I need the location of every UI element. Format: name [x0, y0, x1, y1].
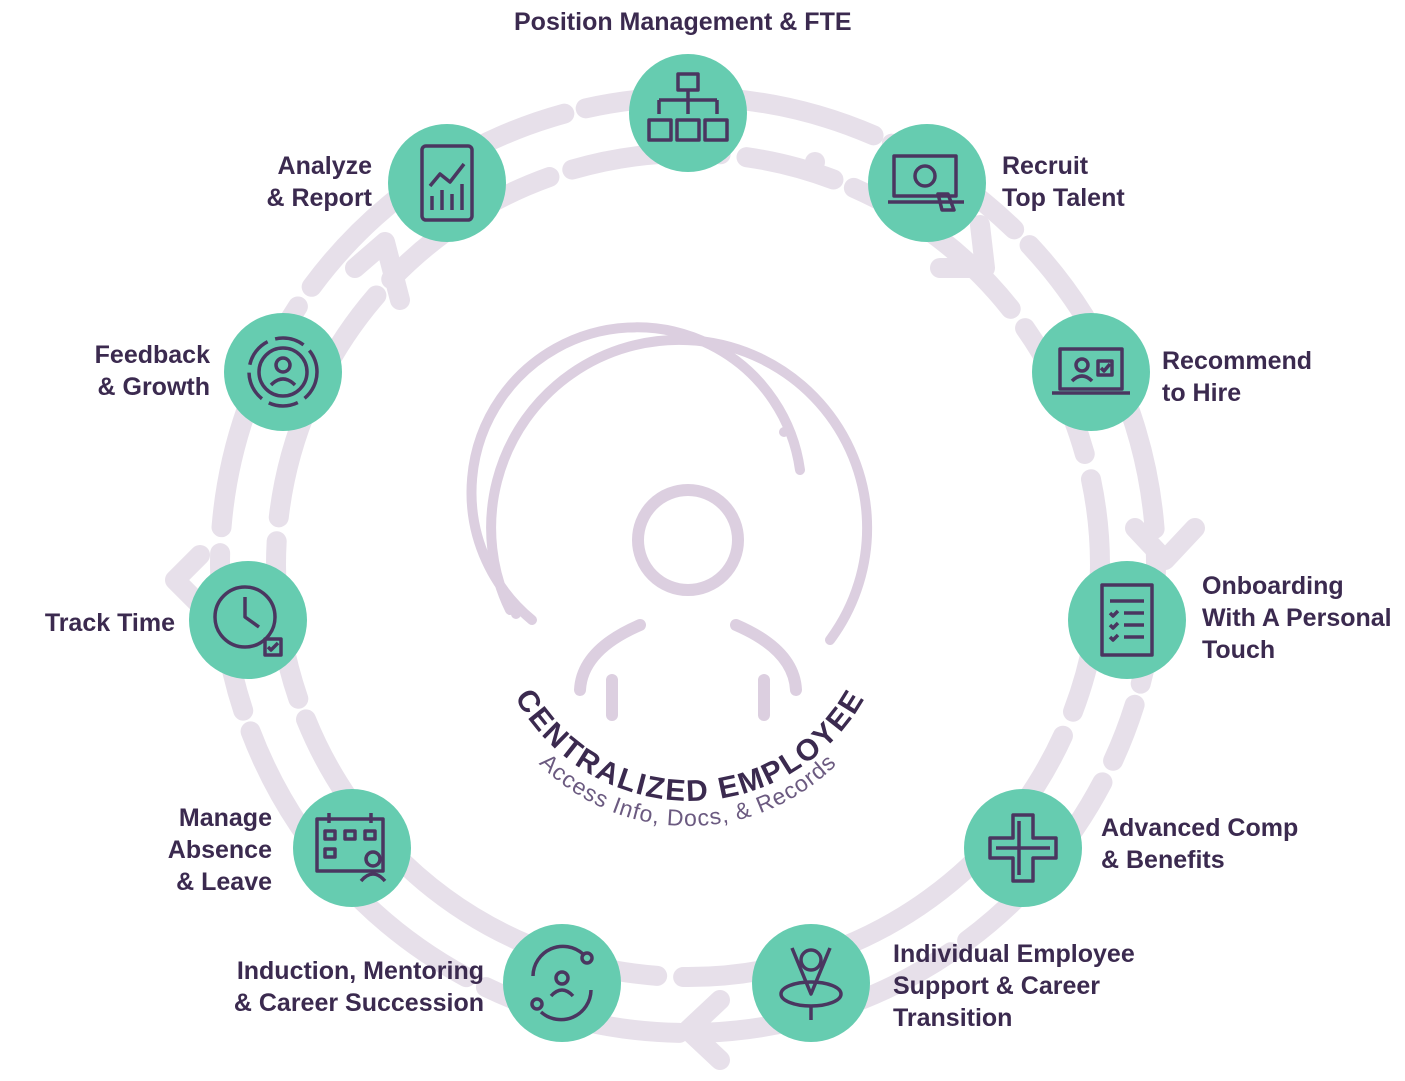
label-feedback-growth: Feedback& Growth	[94, 341, 210, 401]
arrow-head	[930, 215, 995, 278]
mentoring-cycle-icon	[503, 924, 621, 1042]
label-analyze-report: Analyze& Report	[266, 152, 372, 212]
calendar-person-icon	[293, 789, 411, 907]
laptop-search-icon	[868, 124, 986, 242]
label-position-management: Position Management & FTE	[514, 8, 852, 36]
medical-cross-icon	[964, 789, 1082, 907]
org-chart-icon	[629, 54, 747, 172]
ring-dot	[805, 152, 825, 172]
label-induction-mentoring: Induction, Mentoring& Career Succession	[233, 957, 484, 1017]
support-hands-icon	[752, 924, 870, 1042]
growth-cycle-icon	[224, 313, 342, 431]
clock-check-icon	[189, 561, 307, 679]
label-comp-benefits: Advanced Comp& Benefits	[1101, 814, 1299, 874]
arrow-head	[345, 232, 410, 310]
arrow-head	[1125, 518, 1205, 570]
arrow-head	[678, 990, 730, 1070]
laptop-check-icon	[1032, 313, 1150, 431]
tablet-chart-icon	[388, 124, 506, 242]
label-track-time: Track Time	[44, 609, 175, 637]
arrow-head	[165, 545, 210, 615]
checklist-icon	[1068, 561, 1186, 679]
person-icon	[466, 322, 873, 721]
